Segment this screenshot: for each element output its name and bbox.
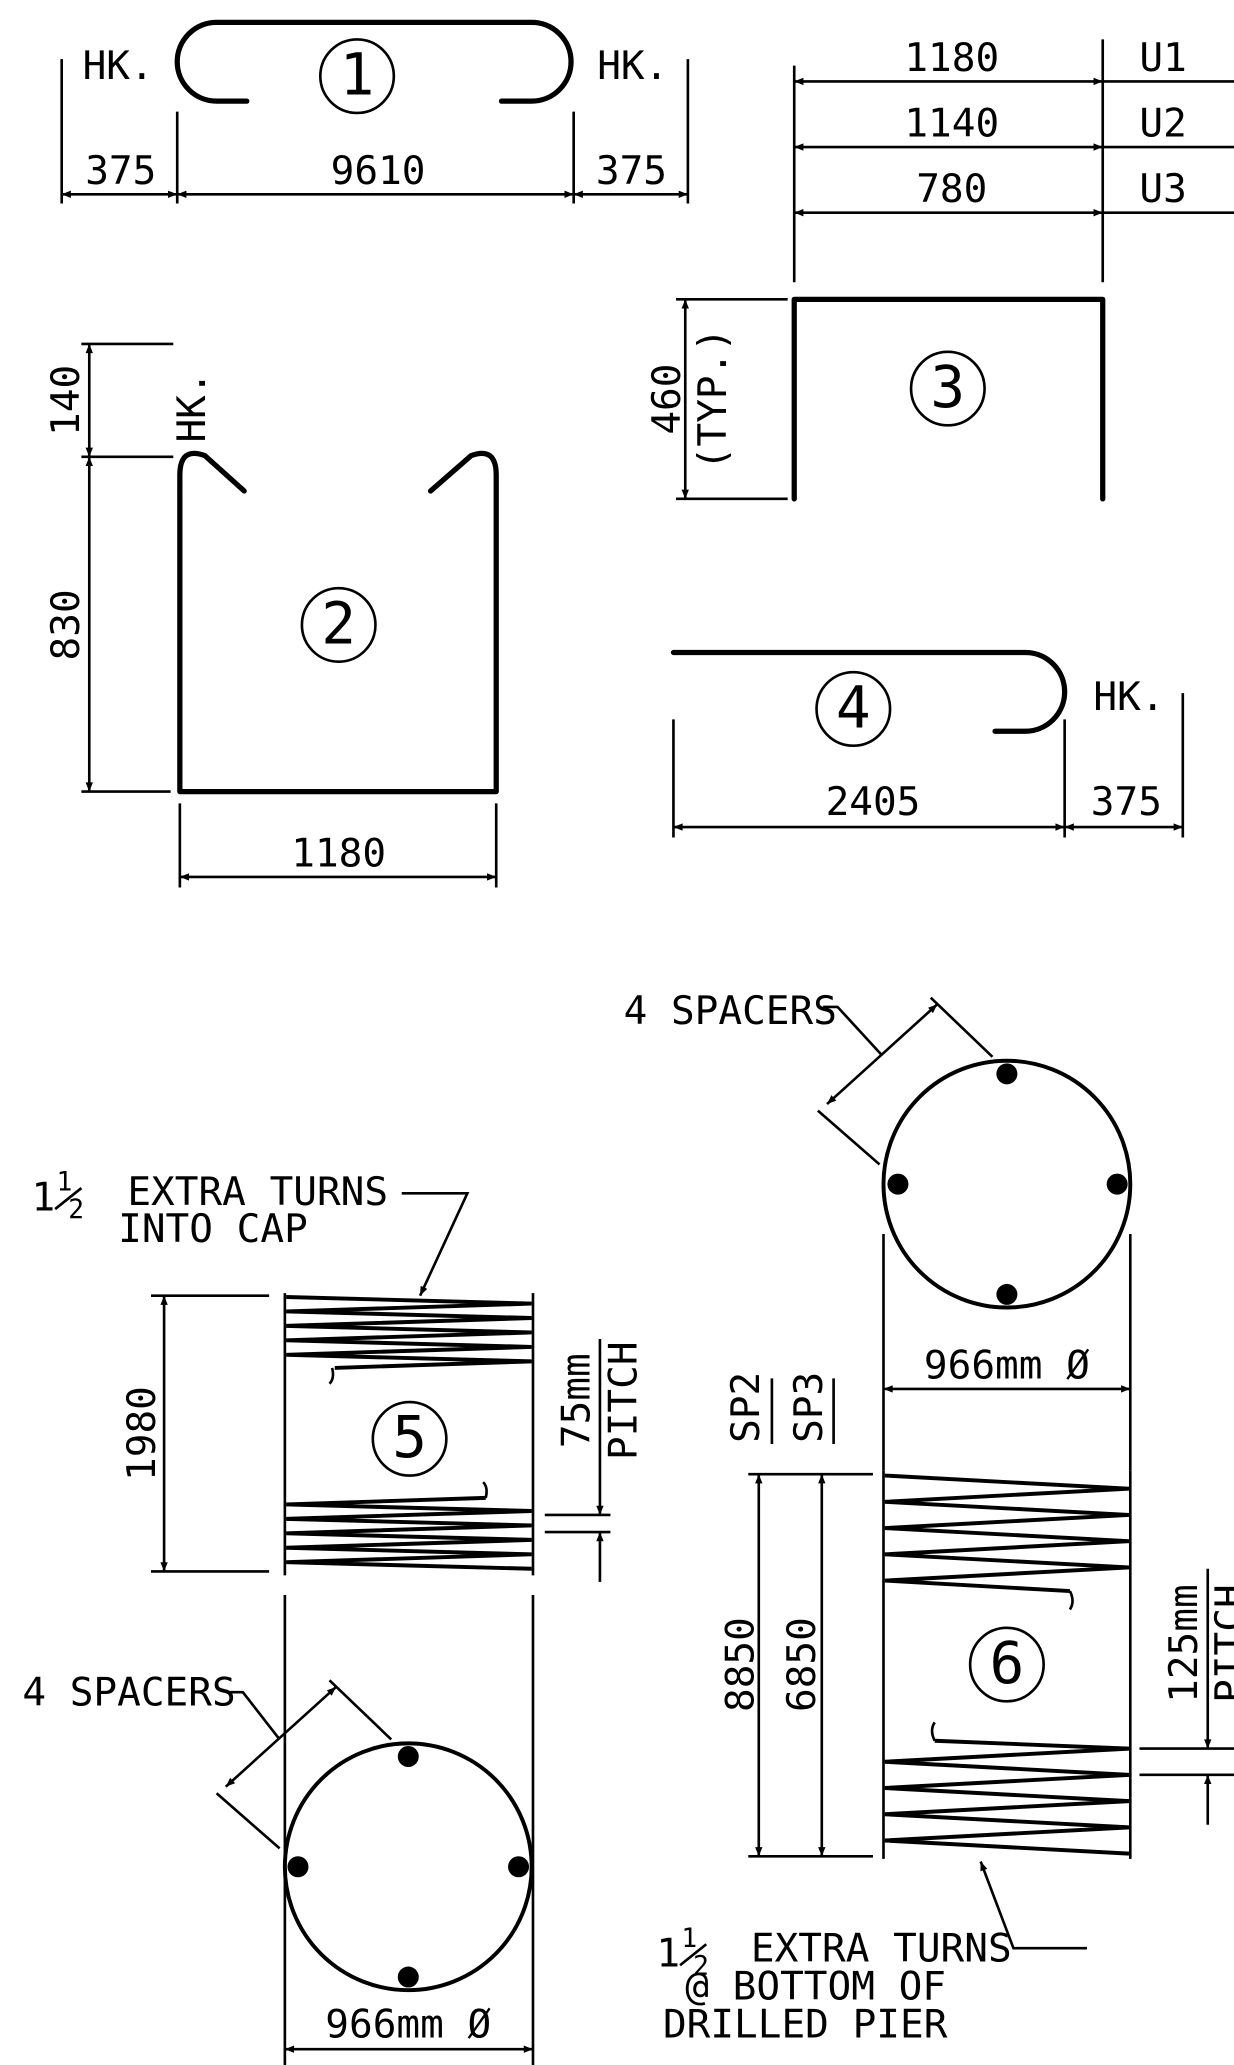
spiral-6-spacer-ext (929, 996, 994, 1058)
bar-1-mark-circle (319, 38, 396, 115)
spiral-6-sp2-label: SP2 (723, 1372, 769, 1443)
spiral-5-spacer-dim (224, 1685, 337, 1788)
spiral-5-extra-turns-num: 1 (56, 1168, 72, 1198)
spiral-5-spacer-dot (397, 1745, 419, 1767)
spiral-5-extra-turns-line2: INTO CAP (118, 1206, 308, 1252)
spiral-6-extra-turns-prefix: 1 (656, 1931, 680, 1977)
spiral-6-section-circle (881, 1058, 1133, 1310)
bar-2-height-dim: 830 (43, 589, 89, 660)
spiral-5-fraction-bar (54, 1187, 83, 1211)
spiral-6-coil-top-end (1068, 1590, 1074, 1611)
spiral-5-spacer-dot (287, 1856, 309, 1878)
bar-4-group: 4 HK. 2405 375 (670, 649, 1185, 838)
bar-3-group: 1180 1140 780 U1 U2 U3 3 460 (TYP.) (644, 35, 1234, 502)
spiral-5-spacers-label: 4 SPACERS (22, 1669, 235, 1715)
spiral-5-spacer-dot (397, 1966, 419, 1988)
spiral-6-coil-top (884, 1473, 1130, 1594)
spiral-5-pitch-label: PITCH (601, 1341, 647, 1460)
bar-3-mark: 3 (930, 353, 965, 421)
spiral-5-height-dim: 1980 (119, 1386, 165, 1481)
bar-2-shape (177, 450, 499, 795)
spiral-5-extra-turns-prefix: 1 (32, 1174, 56, 1220)
spiral-6-extra-turns-line3: DRILLED PIER (663, 2001, 948, 2047)
spiral-6-fraction-bar (679, 1943, 708, 1967)
spiral-6-spacer-dim (826, 1003, 939, 1106)
spiral-5-coil-top (286, 1295, 532, 1370)
bar-4-mark: 4 (836, 673, 871, 741)
spiral-6-extra-turns-num: 1 (681, 1924, 697, 1954)
spiral-6-sp2-dim: 8850 (718, 1617, 764, 1712)
spiral-5-spacer-ext (328, 1679, 393, 1741)
spiral-5-coil-bottom-end (482, 1481, 488, 1499)
bar-4-hook-dim: 375 (1091, 779, 1162, 825)
spiral-6-spacer-dot (1106, 1173, 1128, 1195)
bar-3-u1-label: U1 (1139, 35, 1186, 81)
bar-1-hook-right-label: HK. (597, 43, 668, 89)
spiral-6-spacer-ext (816, 1109, 881, 1166)
bar-1-group: 1 HK. HK. 375 9610 375 (60, 19, 690, 204)
spiral-6-spacers-label: 4 SPACERS (624, 988, 837, 1034)
bar-2-hook-dim: 140 (43, 365, 89, 436)
spiral-6-extra-turns-line2: @ BOTTOM OF (685, 1963, 946, 2009)
spiral-5-spacer-ext (215, 1792, 281, 1850)
bar-1-shape (174, 19, 574, 104)
bar-2-mark-circle (300, 586, 377, 663)
spiral-5-coil-top-end (328, 1367, 335, 1385)
spiral-5-section-circle (282, 1741, 534, 1993)
spiral-6-spacer-dot (887, 1173, 909, 1195)
bar-1-hook-left-dim: 375 (85, 148, 156, 194)
spiral-6-spacer-dot (996, 1063, 1018, 1085)
spiral-6-extra-turns-line1: EXTRA TURNS (751, 1925, 1012, 1971)
spiral-6-sp3-dim: 6850 (779, 1617, 825, 1712)
bar-3-dim-u1-value: 1180 (904, 35, 999, 81)
spiral-6-diameter-label: 966mm Ø (924, 1342, 1090, 1388)
bar-4-shape (670, 649, 1068, 734)
spiral-5-mark-circle (371, 1400, 448, 1477)
spiral-6-mark: 6 (990, 1629, 1025, 1697)
spiral-5-mark: 5 (392, 1403, 427, 1471)
spiral-5-diameter-label: 966mm Ø (325, 2001, 491, 2047)
bar-3-u3-label: U3 (1139, 166, 1186, 212)
bar-3-dim-u3-value: 780 (916, 166, 987, 212)
spiral-6-extra-turns-den: 2 (693, 1951, 709, 1981)
bar-4-hook-label: HK. (1093, 674, 1164, 720)
bar-3-mark-circle (909, 350, 986, 427)
bar-1-mark: 1 (340, 41, 375, 109)
spiral-6-mark-circle (968, 1626, 1045, 1703)
spiral-5-spacer-dot (508, 1856, 530, 1878)
bar-4-mark-circle (815, 670, 892, 747)
spiral-5-extra-turns-den: 2 (68, 1195, 84, 1225)
bar-2-group: 2 140 HK. 830 1180 (43, 342, 499, 888)
spiral-5-pitch-value: 75mm (553, 1353, 599, 1448)
bar-3-u2-label: U2 (1139, 101, 1186, 147)
bar-3-leg-note: (TYP.) (690, 328, 736, 470)
spiral-6-section-group: 4 SPACERS 966mm Ø (624, 988, 1133, 1471)
bar-3-dim-u2-value: 1140 (904, 101, 999, 147)
spiral-6-pitch-value: 125mm (1161, 1584, 1207, 1703)
spiral-5-coil-bottom (286, 1495, 532, 1571)
spiral-6-group: SP2 SP3 8850 6850 6 125mm PITCH 1 1 2 EX… (656, 1372, 1234, 2047)
bar-3-shape (791, 296, 1106, 502)
bar-1-hook-right-dim: 375 (596, 148, 667, 194)
bar-1-length-dim: 9610 (331, 148, 426, 194)
bar-1-hook-left-label: HK. (83, 43, 154, 89)
spiral-6-coil-bottom (884, 1738, 1130, 1856)
spiral-5-extra-turns-line1: EXTRA TURNS (127, 1169, 388, 1215)
bar-2-hook-label: HK. (169, 371, 215, 442)
spiral-6-sp3-label: SP3 (786, 1372, 832, 1443)
spiral-6-extra-turns-leader (979, 1861, 1087, 1950)
spiral-6-pitch-label: PITCH (1207, 1584, 1234, 1703)
spiral-5-extra-turns-leader (401, 1192, 470, 1297)
bar-4-length-dim: 2405 (826, 779, 921, 825)
spiral-5-group: 1 1 2 EXTRA TURNS INTO CAP 1980 5 75mm P… (22, 1168, 647, 2065)
bar-2-width-dim: 1180 (291, 830, 386, 876)
spiral-6-coil-bottom-end (930, 1721, 936, 1742)
spiral-6-spacer-dot (996, 1283, 1018, 1305)
bar-3-leg-height: 460 (644, 364, 690, 435)
bar-2-mark: 2 (321, 589, 356, 657)
